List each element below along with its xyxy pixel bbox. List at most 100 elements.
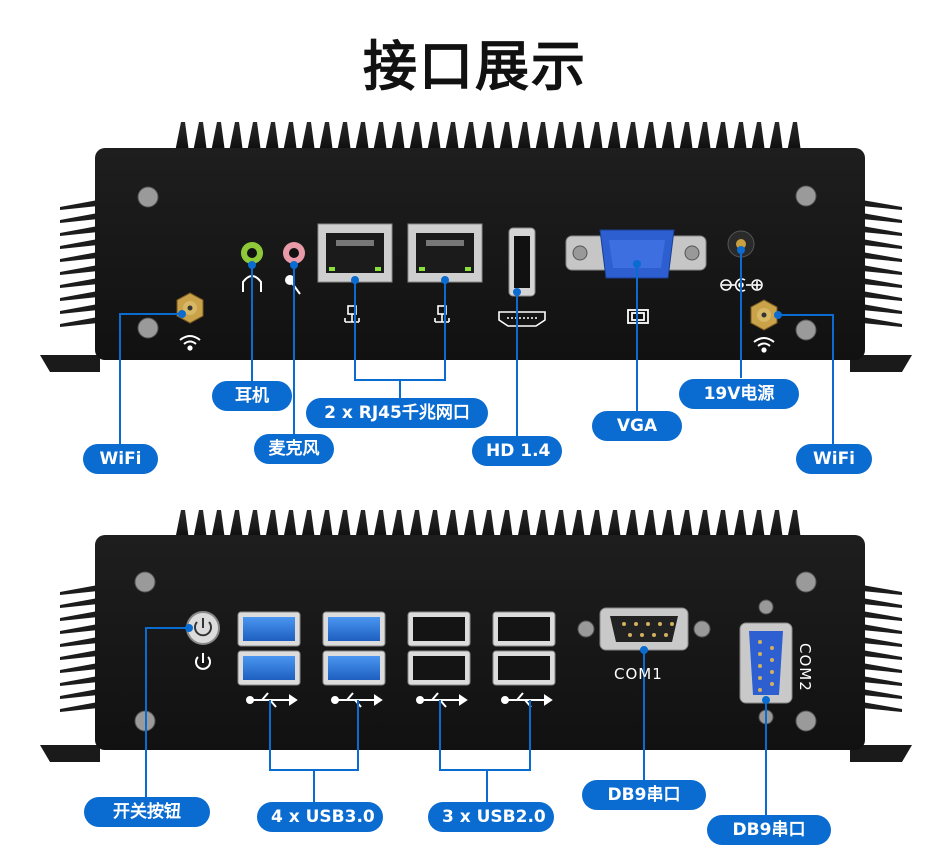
fin: [517, 510, 531, 540]
fin: [751, 510, 765, 540]
heatsink-fins-top: [175, 510, 801, 540]
fin: [265, 122, 279, 152]
fin: [355, 510, 369, 540]
fin: [862, 585, 902, 595]
headphone-jack: [241, 242, 263, 264]
fin: [499, 122, 513, 152]
front-device: [40, 122, 912, 372]
fin: [60, 689, 98, 699]
callout-usb3: 4 x USB3.0: [257, 802, 383, 832]
fin: [607, 122, 621, 152]
fin: [862, 598, 902, 608]
fin: [862, 252, 902, 262]
fin: [679, 510, 693, 540]
usb2-port: [407, 650, 471, 686]
fin: [427, 122, 441, 152]
fin: [862, 265, 902, 275]
mount-tab-left: [40, 745, 100, 762]
fin: [60, 200, 98, 210]
fin: [391, 122, 405, 152]
fin: [337, 510, 351, 540]
fin: [60, 278, 98, 288]
heatsink-fins-side: [60, 200, 902, 327]
fin: [193, 510, 207, 540]
fin: [319, 510, 333, 540]
fin: [229, 510, 243, 540]
fin: [862, 689, 902, 699]
fin: [697, 510, 711, 540]
wifi-icon: [179, 335, 201, 351]
fin: [211, 510, 225, 540]
fin: [445, 122, 459, 152]
fin: [319, 122, 333, 152]
screw: [134, 571, 156, 593]
fin: [60, 291, 98, 301]
fin: [283, 122, 297, 152]
fin: [787, 122, 801, 152]
fin: [60, 611, 98, 621]
rear-device: [40, 510, 912, 762]
callout-hdmi: HD 1.4: [472, 436, 562, 466]
pin: [652, 633, 656, 637]
fin: [553, 510, 567, 540]
fin: [247, 122, 261, 152]
mount-tab-left: [40, 355, 100, 372]
fin: [355, 122, 369, 152]
fin: [625, 510, 639, 540]
vga-port: [565, 229, 707, 279]
fin: [643, 510, 657, 540]
callout-usb2: 3 x USB2.0: [428, 802, 554, 832]
screw: [137, 317, 159, 339]
callout-microphone: 麦克风: [254, 434, 334, 464]
fin: [301, 510, 315, 540]
rj45-port-1: [317, 223, 393, 283]
fin: [499, 510, 513, 540]
pin: [758, 676, 762, 680]
fin: [301, 122, 315, 152]
fin: [862, 304, 902, 314]
pin: [758, 688, 762, 692]
screw: [795, 571, 817, 593]
fin: [60, 304, 98, 314]
db9-pins: [758, 640, 774, 692]
usb3-port: [322, 611, 386, 647]
fin: [247, 510, 261, 540]
pin: [664, 633, 668, 637]
fin: [733, 122, 747, 152]
fin: [607, 510, 621, 540]
callout-rj45: 2 x RJ45千兆网口: [306, 398, 488, 428]
hdmi-icon: [498, 311, 546, 327]
wifi-icon: [753, 337, 775, 353]
fin: [697, 122, 711, 152]
fin: [60, 226, 98, 236]
fin: [60, 624, 98, 634]
fin: [193, 122, 207, 152]
fin: [60, 650, 98, 660]
pin: [658, 622, 662, 626]
usb2-port: [407, 611, 471, 647]
fin: [787, 510, 801, 540]
pin: [628, 633, 632, 637]
fin: [175, 122, 189, 152]
fin: [862, 676, 902, 686]
fin: [283, 510, 297, 540]
usb3-port: [322, 650, 386, 686]
pin: [622, 622, 626, 626]
wifi-antenna-right: [750, 299, 778, 331]
pin: [758, 640, 762, 644]
com2-label: COM2: [796, 643, 814, 692]
fin: [517, 122, 531, 152]
fin: [60, 213, 98, 223]
fin: [769, 510, 783, 540]
pin: [758, 652, 762, 656]
fin: [862, 278, 902, 288]
callout-com1: DB9串口: [582, 780, 706, 810]
fin: [862, 239, 902, 249]
pin: [758, 664, 762, 668]
fin: [463, 122, 477, 152]
mount-tab-right: [850, 355, 912, 372]
rear-chassis: [95, 535, 865, 750]
fin: [862, 611, 902, 621]
pin: [770, 646, 774, 650]
fin: [60, 239, 98, 249]
